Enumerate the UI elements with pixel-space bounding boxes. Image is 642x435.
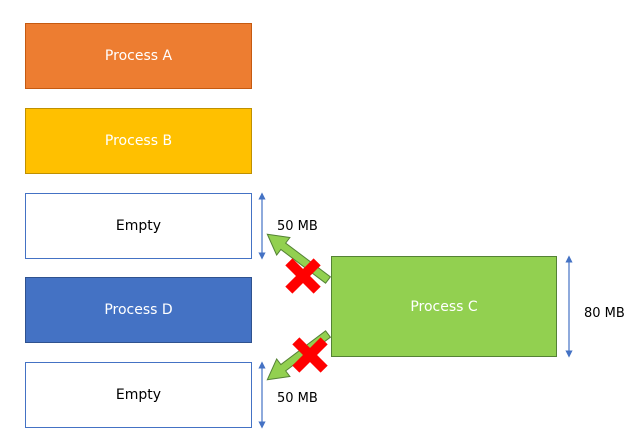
process-b-block: Process B bbox=[25, 108, 252, 174]
empty-upper-size-label: 50 MB bbox=[277, 219, 318, 234]
process-a-label: Process A bbox=[104, 48, 173, 64]
process-c-label: Process C bbox=[410, 298, 478, 315]
empty-upper-label: Empty bbox=[115, 218, 162, 234]
process-c-block: Process C bbox=[331, 256, 557, 357]
move-arrow-lower bbox=[266, 330, 332, 381]
empty-lower-size-label: 50 MB bbox=[277, 391, 318, 406]
blocked-cross-icon-lower bbox=[292, 337, 328, 373]
process-a-block: Process A bbox=[25, 23, 252, 89]
move-arrow-upper bbox=[266, 233, 332, 284]
process-c-size-label: 80 MB bbox=[584, 306, 625, 321]
process-b-label: Process B bbox=[104, 133, 173, 149]
process-d-block: Process D bbox=[25, 277, 252, 343]
empty-block-lower: Empty bbox=[25, 362, 252, 428]
process-d-label: Process D bbox=[104, 302, 173, 318]
empty-lower-label: Empty bbox=[115, 387, 162, 403]
empty-block-upper: Empty bbox=[25, 193, 252, 259]
blocked-cross-icon-upper bbox=[285, 258, 321, 294]
